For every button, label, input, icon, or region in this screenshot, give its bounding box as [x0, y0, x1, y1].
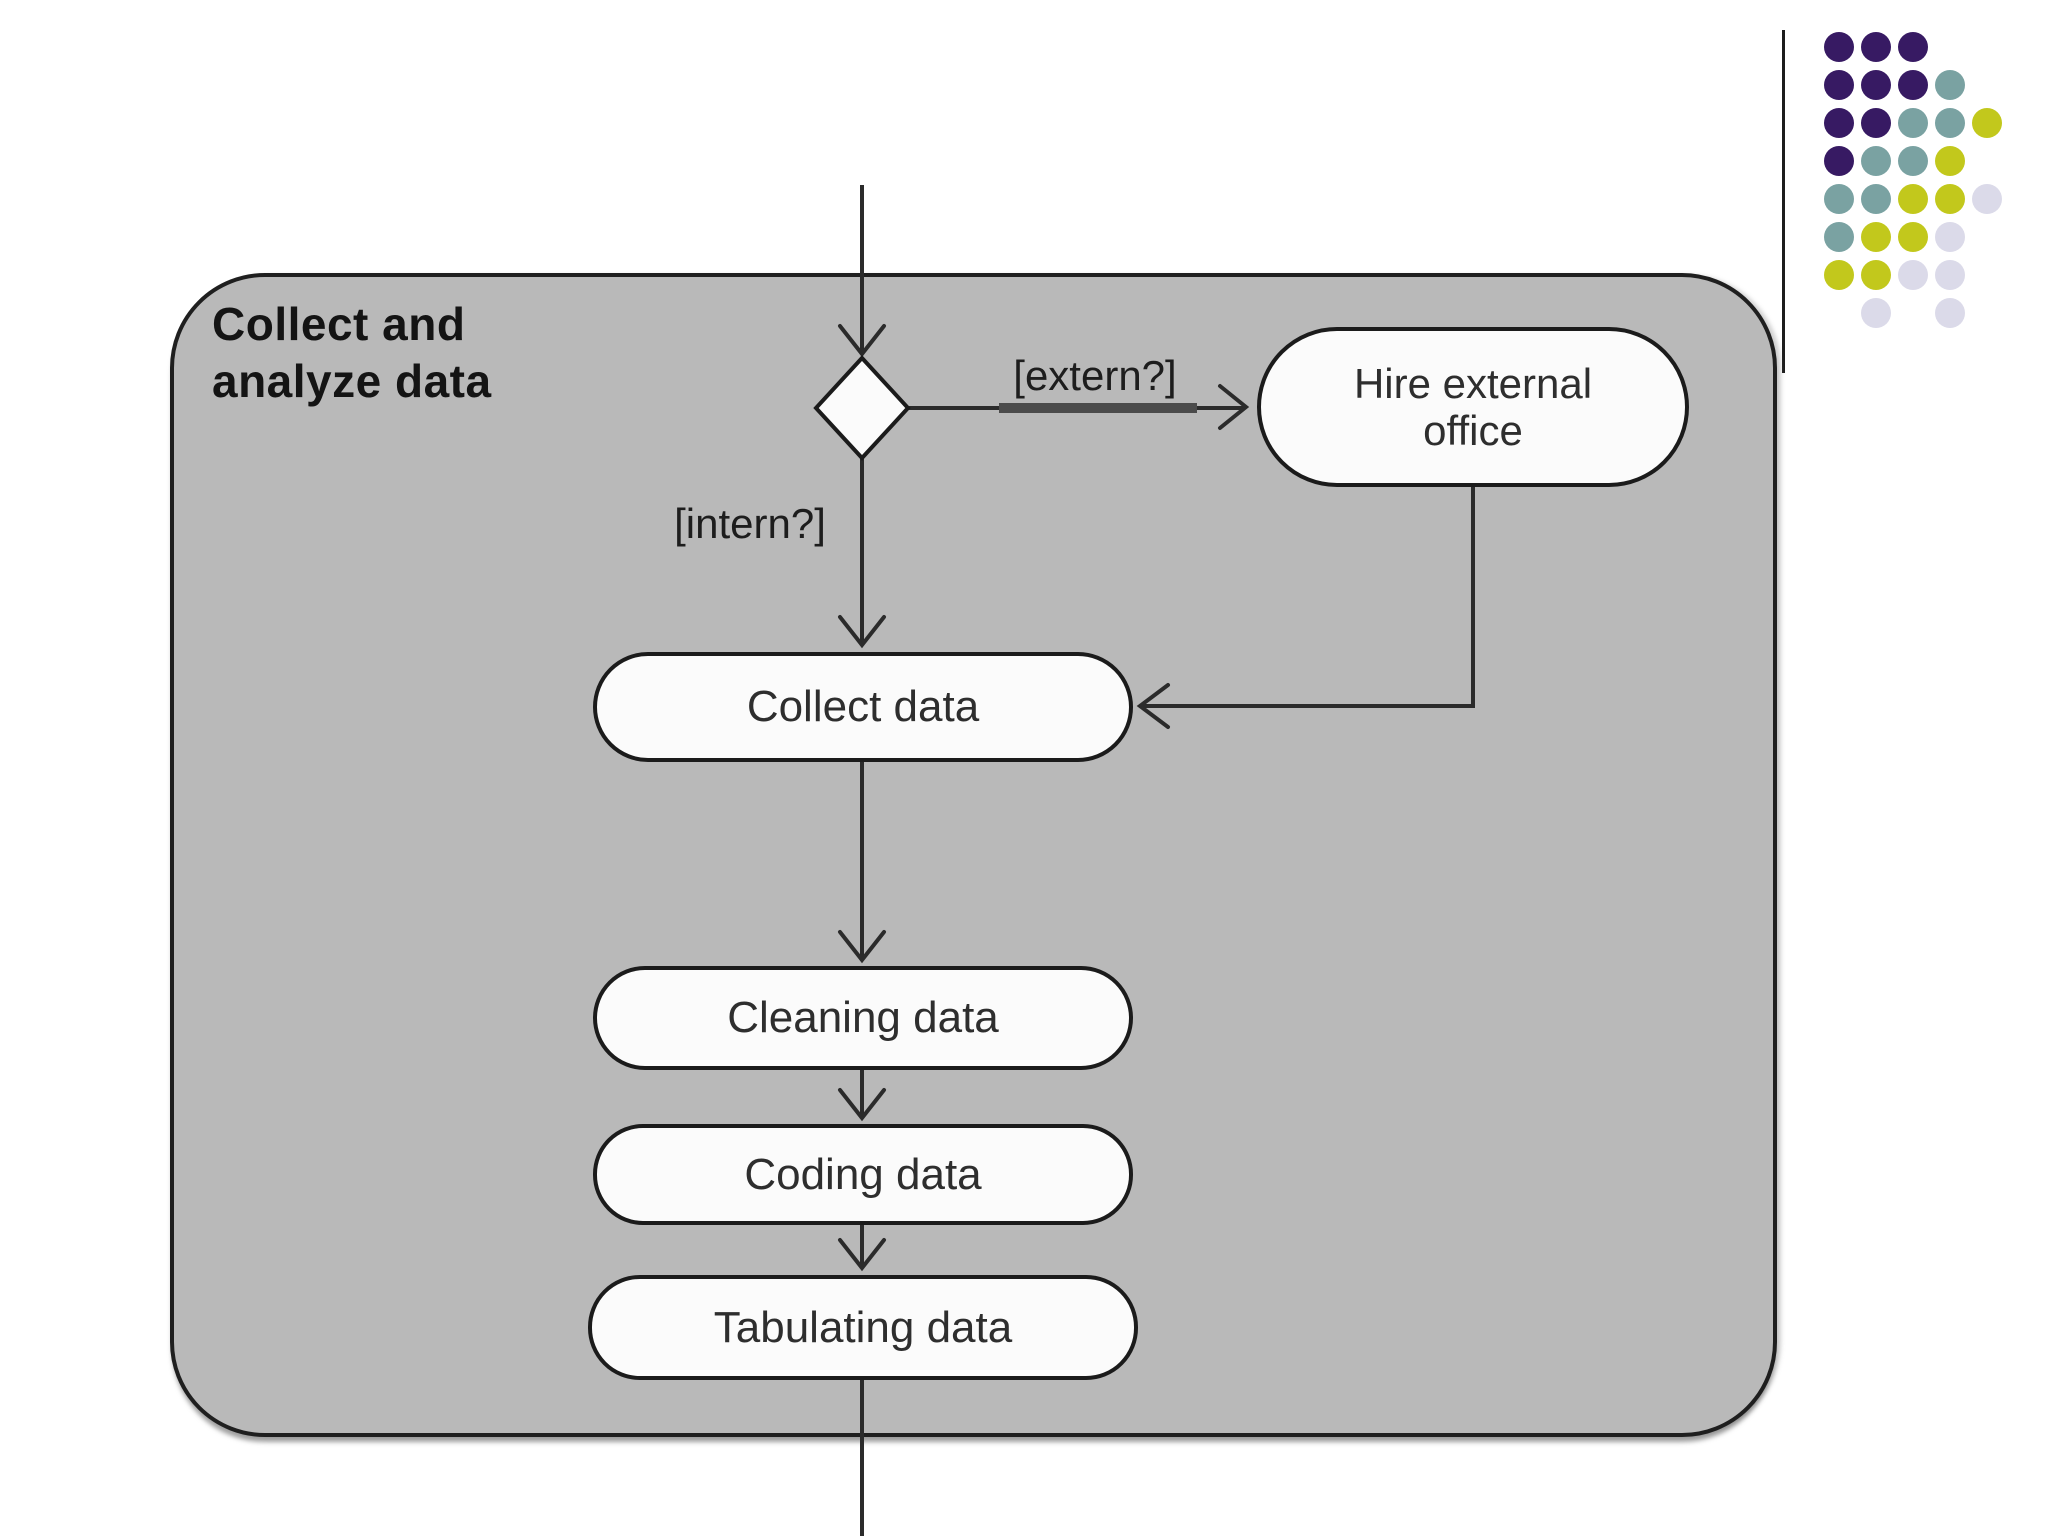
- activity-node-cleaning-data: Cleaning data: [593, 966, 1133, 1070]
- dot-purple: [1824, 32, 1854, 62]
- accent-vertical-line: [1782, 30, 1785, 373]
- guard-label-intern: [intern?]: [674, 500, 826, 547]
- activity-node-cleaning-label: Cleaning data: [727, 993, 999, 1043]
- dot-teal: [1898, 108, 1928, 138]
- dot-lavender: [1935, 222, 1965, 252]
- arrowhead-into-collect-top: [838, 615, 886, 649]
- dot-lavender: [1898, 260, 1928, 290]
- arrowhead-into-tabulating: [838, 1238, 886, 1272]
- dot-teal: [1861, 184, 1891, 214]
- arrowhead-into-coding: [838, 1088, 886, 1122]
- activity-node-coding-data: Coding data: [593, 1124, 1133, 1225]
- dot-purple: [1861, 108, 1891, 138]
- dot-purple: [1824, 108, 1854, 138]
- dot-lavender: [1935, 260, 1965, 290]
- dot-purple: [1824, 70, 1854, 100]
- activity-node-tabulating-data: Tabulating data: [588, 1275, 1138, 1380]
- dot-purple: [1824, 146, 1854, 176]
- dot-lavender: [1861, 298, 1891, 328]
- arrowhead-into-cleaning: [838, 930, 886, 964]
- dot-yellow: [1935, 146, 1965, 176]
- activity-node-hire-external-office: Hire external office: [1257, 327, 1689, 487]
- dot-purple: [1861, 70, 1891, 100]
- edge-hire-to-collect: [1142, 487, 1475, 708]
- partition-title-line2: analyze data: [212, 355, 492, 408]
- guard-label-extern: [extern?]: [1013, 352, 1177, 399]
- dot-yellow: [1861, 222, 1891, 252]
- partition-title: Collect and analyze data: [212, 296, 642, 410]
- dot-yellow: [1898, 184, 1928, 214]
- dot-lavender: [1935, 298, 1965, 328]
- activity-node-hire-label: Hire external office: [1353, 359, 1593, 454]
- activity-node-collect-label: Collect data: [746, 682, 980, 732]
- dot-lavender: [1972, 184, 2002, 214]
- arrowhead-into-decision: [838, 324, 886, 358]
- dot-teal: [1898, 146, 1928, 176]
- dot-teal: [1824, 184, 1854, 214]
- partition-title-line1: Collect and: [212, 298, 466, 350]
- arrowhead-into-hire: [1218, 384, 1250, 430]
- dot-teal: [1861, 146, 1891, 176]
- dot-teal: [1935, 70, 1965, 100]
- dot-purple: [1898, 32, 1928, 62]
- dot-yellow: [1824, 260, 1854, 290]
- decision-diamond: [813, 355, 911, 461]
- activity-node-coding-label: Coding data: [744, 1149, 982, 1199]
- dot-yellow: [1898, 222, 1928, 252]
- activity-node-tabulating-label: Tabulating data: [713, 1302, 1013, 1352]
- dot-purple: [1898, 70, 1928, 100]
- dot-teal: [1824, 222, 1854, 252]
- arrowhead-into-collect-right: [1136, 683, 1170, 729]
- dot-yellow: [1935, 184, 1965, 214]
- activity-node-collect-data: Collect data: [593, 652, 1133, 762]
- dot-yellow: [1972, 108, 2002, 138]
- dot-teal: [1935, 108, 1965, 138]
- dot-purple: [1861, 32, 1891, 62]
- dot-yellow: [1861, 260, 1891, 290]
- dot-grid: [1824, 32, 2048, 352]
